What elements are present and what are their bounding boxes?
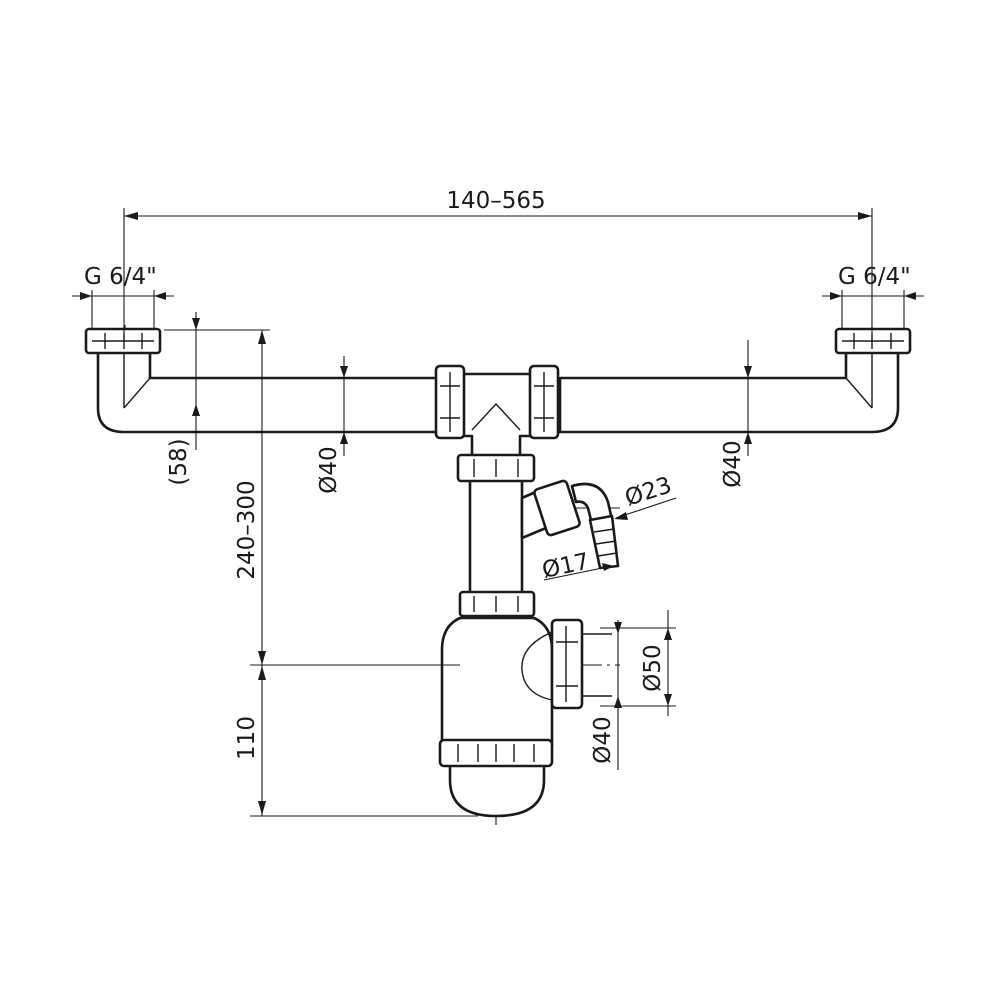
height-dimension <box>250 330 460 666</box>
right-pipe-diameter-label: Ø40 <box>720 440 746 487</box>
trap-body <box>440 616 554 747</box>
outlet-diameter-dimensions <box>600 610 676 770</box>
hose-outer-diameter-label: Ø23 <box>622 472 675 511</box>
vertical-tube <box>456 453 536 618</box>
inlet-drop-dimension <box>164 312 270 450</box>
right-pipe-diameter-dimension <box>744 340 752 456</box>
lower-tube-nut <box>458 590 536 618</box>
left-pipe-diameter-label: Ø40 <box>316 446 342 493</box>
outlet-outer-diameter-label: Ø50 <box>640 644 666 691</box>
left-inlet-nut <box>84 327 162 355</box>
left-thread-dimension <box>72 290 174 330</box>
left-elbow <box>96 350 442 434</box>
right-thread-dimension <box>822 290 924 330</box>
outlet-nut <box>550 618 584 710</box>
hose-connector-nut <box>533 479 581 537</box>
right-thread-label: G 6/4" <box>838 264 911 290</box>
horizontal-drain-pipe <box>96 350 900 434</box>
trap-cup <box>448 760 546 818</box>
outlet-inner-diameter-label: Ø40 <box>590 716 616 763</box>
t-junction <box>434 364 560 460</box>
left-thread-label: G 6/4" <box>84 264 157 290</box>
hose-diameter-leaders <box>543 497 677 581</box>
overall-width-label: 140–565 <box>446 188 545 214</box>
hose-inner-diameter-label: Ø17 <box>540 549 592 584</box>
right-inlet-nut <box>834 327 912 355</box>
trap-depth-label: 110 <box>234 716 260 760</box>
left-pipe-diameter-dimension <box>340 356 348 456</box>
height-range-label: 240–300 <box>234 480 260 579</box>
overall-width-dimension <box>123 208 873 340</box>
bottle-trap <box>438 616 612 818</box>
inlet-drop-label: (58) <box>166 438 192 485</box>
right-elbow <box>558 350 900 434</box>
trap-depth-dimension <box>250 665 478 817</box>
hose-connector <box>520 479 620 570</box>
